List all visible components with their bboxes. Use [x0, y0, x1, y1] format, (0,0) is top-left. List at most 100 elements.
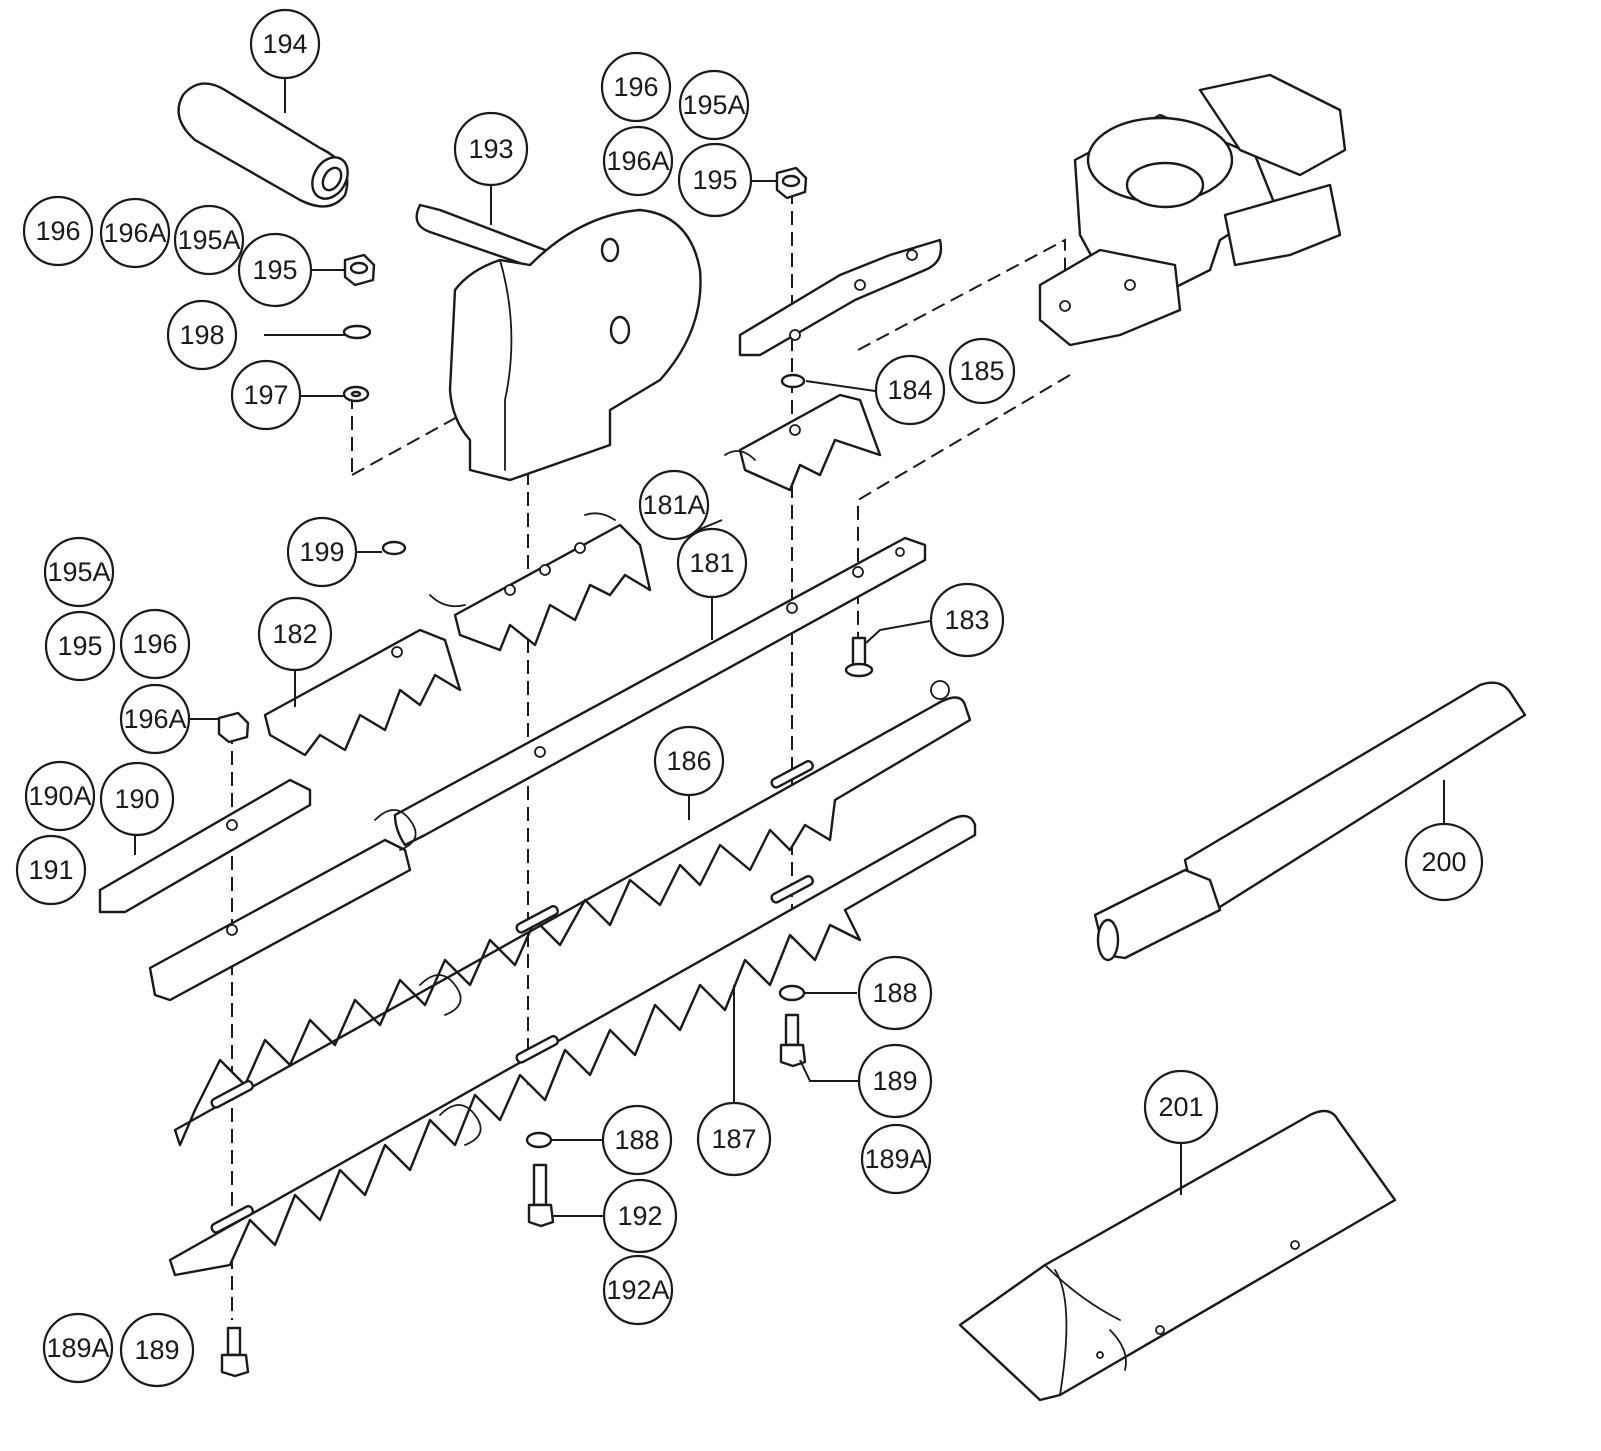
callout-circle — [1404, 822, 1484, 902]
callout-circle — [99, 761, 175, 837]
callout-label: 192A — [606, 1275, 669, 1305]
handle-grip-part — [177, 82, 349, 208]
callout-label: 194 — [262, 29, 307, 59]
callout-label: 184 — [887, 375, 932, 405]
callout-181a: 181A — [638, 469, 710, 541]
callout-189: 189 — [857, 1043, 933, 1119]
tooth-guard-182-part — [263, 628, 462, 757]
callout-circle — [15, 834, 87, 906]
callout-circle — [602, 1254, 674, 1326]
callout-circle — [602, 1178, 678, 1254]
upper-tooth-guard-part — [738, 393, 882, 492]
callout-circle — [453, 111, 529, 187]
cutter-blade-187-part — [168, 814, 977, 1277]
callout-label: 191 — [28, 855, 73, 885]
callout-196a: 196A — [602, 125, 674, 197]
support-bar-181-part — [148, 536, 927, 1002]
gear-case-part — [1038, 73, 1347, 347]
callout-label: 189A — [864, 1144, 927, 1174]
callout-circle — [677, 142, 753, 218]
callout-label: 189 — [134, 1335, 179, 1365]
callout-circle — [874, 354, 946, 426]
callout-187: 187 — [696, 1101, 772, 1177]
callout-195: 195 — [677, 142, 753, 218]
callout-label: 187 — [711, 1124, 756, 1154]
callout-195a: 195A — [43, 536, 115, 608]
callout-circle — [653, 725, 725, 797]
sleeve-200-part — [1093, 681, 1527, 962]
callout-circle — [286, 516, 358, 588]
callout-183: 183 — [929, 582, 1005, 658]
callout-label: 182 — [272, 619, 317, 649]
callout-184: 184 — [874, 354, 946, 426]
callout-label: 189 — [872, 1066, 917, 1096]
callout-label: 195A — [177, 225, 240, 255]
callout-199: 199 — [286, 516, 358, 588]
callout-circle — [44, 610, 116, 682]
callout-193: 193 — [453, 111, 529, 187]
callout-188: 188 — [601, 1104, 673, 1176]
callout-197: 197 — [230, 359, 302, 431]
callout-label: 196 — [132, 629, 177, 659]
callout-196: 196 — [600, 51, 672, 123]
callout-circle — [860, 1123, 932, 1195]
callout-label: 192 — [617, 1201, 662, 1231]
callout-200: 200 — [1404, 822, 1484, 902]
tooth-guard-181a-part — [453, 523, 652, 652]
callout-188: 188 — [857, 955, 933, 1031]
break-marks — [374, 450, 756, 1146]
callout-circle — [249, 8, 321, 80]
callout-label: 199 — [299, 537, 344, 567]
callout-circle — [119, 683, 191, 755]
callout-201: 201 — [1143, 1069, 1219, 1145]
callout-196: 196 — [119, 608, 191, 680]
callout-182: 182 — [257, 596, 333, 672]
callout-circle — [119, 1312, 195, 1388]
callout-circle — [230, 359, 302, 431]
callout-circle — [857, 955, 933, 1031]
callout-circle — [602, 125, 674, 197]
callout-190a: 190A — [24, 760, 96, 832]
callout-195: 195 — [44, 610, 116, 682]
callout-label: 195 — [57, 631, 102, 661]
callout-191: 191 — [15, 834, 87, 906]
callout-circle — [857, 1043, 933, 1119]
callout-189a: 189A — [42, 1312, 114, 1384]
callout-label: 197 — [243, 380, 288, 410]
callout-label: 190 — [114, 784, 159, 814]
callout-circle — [99, 197, 171, 269]
callout-label: 183 — [944, 605, 989, 635]
callout-192: 192 — [602, 1178, 678, 1254]
callout-circle — [638, 469, 710, 541]
callout-label: 188 — [614, 1125, 659, 1155]
callout-label: 185 — [959, 356, 1004, 386]
hardware — [217, 166, 874, 1378]
callout-circle — [173, 204, 245, 276]
callout-circle — [42, 1312, 114, 1384]
callout-circle — [601, 1104, 673, 1176]
gear-housing-part — [415, 203, 702, 482]
callout-circle — [237, 232, 313, 308]
callout-189: 189 — [119, 1312, 195, 1388]
callout-label: 186 — [666, 746, 711, 776]
callout-circle — [676, 527, 748, 599]
callout-195a: 195A — [173, 204, 245, 276]
callout-circle — [600, 51, 672, 123]
channel-190-part — [98, 778, 312, 914]
cutter-blade-186-part — [173, 680, 972, 1147]
callout-label: 195 — [252, 255, 297, 285]
callout-label: 190A — [28, 781, 91, 811]
callout-196a: 196A — [99, 197, 171, 269]
callout-circle — [22, 195, 94, 267]
callout-label: 201 — [1158, 1092, 1203, 1122]
callout-label: 196A — [103, 218, 166, 248]
callout-194: 194 — [249, 8, 321, 80]
callout-circle — [43, 536, 115, 608]
callout-circle — [696, 1101, 772, 1177]
callout-circle — [257, 596, 333, 672]
callout-label: 198 — [179, 320, 224, 350]
callout-186: 186 — [653, 725, 725, 797]
callout-label: 196 — [613, 72, 658, 102]
blade-cover-201-part — [958, 1109, 1397, 1402]
